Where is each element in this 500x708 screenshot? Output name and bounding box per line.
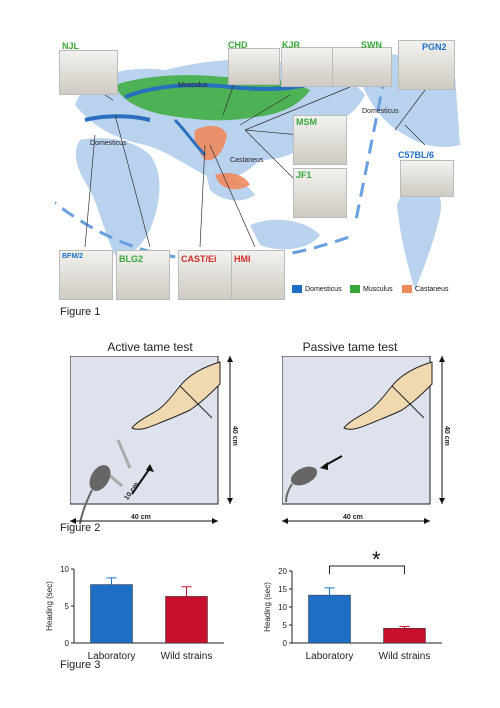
bar xyxy=(90,584,133,644)
bar xyxy=(383,627,426,644)
y-tick-label: 5 xyxy=(65,602,70,611)
mouse-photo xyxy=(293,115,347,165)
strain-label: PGN2 xyxy=(422,42,447,52)
legend-label: Musculus xyxy=(363,285,393,293)
strain-label: BLG2 xyxy=(119,254,144,264)
significance-marker: * xyxy=(372,547,381,572)
mouse-photo xyxy=(400,160,454,197)
y-tick-label: 20 xyxy=(278,567,287,576)
y-tick-label: 5 xyxy=(283,621,288,630)
mouse-photo xyxy=(178,250,232,300)
significance-bracket xyxy=(329,565,405,574)
y-tick-label: 10 xyxy=(60,565,69,574)
region-castaneus: Castaneus xyxy=(230,157,264,164)
legend-swatch xyxy=(402,285,412,293)
mouse-photo xyxy=(116,250,170,300)
legend-swatch xyxy=(350,285,360,293)
strain-label: CAST/Ei xyxy=(181,254,217,264)
mouse-photo xyxy=(231,250,285,300)
passive-height-label: 40 cm xyxy=(443,426,450,446)
mouse-photo xyxy=(293,168,347,218)
active-width-label: 40 cm xyxy=(131,514,151,521)
mouse-photo xyxy=(228,48,280,85)
y-tick-label: 15 xyxy=(278,585,287,594)
strain-label: CHD xyxy=(228,40,248,50)
legend-musculus: Musculus xyxy=(350,285,393,293)
figure1: Musculus Domesticus Domesticus Castaneus… xyxy=(0,0,500,330)
region-musculus: Musculus xyxy=(178,82,208,89)
africa-landmass xyxy=(75,138,160,257)
y-axis-label: Heading (sec) xyxy=(45,581,54,631)
legend-castaneus: Castaneus xyxy=(402,285,448,293)
strain-label: JF1 xyxy=(296,170,312,180)
legend-label: Domesticus xyxy=(305,285,342,293)
category-label: Wild strains xyxy=(161,651,213,662)
mouse-photo xyxy=(398,40,455,90)
passive-tame-arena xyxy=(282,356,445,524)
active-tame-title: Active tame test xyxy=(107,340,193,354)
region-domesticus-east: Domesticus xyxy=(362,108,399,115)
region-domesticus-west: Domesticus xyxy=(90,140,127,147)
figure2: Active tame test Passive tame test 10 cm… xyxy=(0,330,500,540)
legend-domesticus: Domesticus xyxy=(292,285,342,293)
strain-label: BFM/2 xyxy=(62,253,83,260)
strain-label: C57BL/6 xyxy=(398,150,435,160)
category-label: Wild strains xyxy=(379,651,431,662)
y-tick-label: 0 xyxy=(283,639,288,648)
category-label: Laboratory xyxy=(306,651,354,662)
category-label: Laboratory xyxy=(88,651,136,662)
legend-label: Castaneus xyxy=(415,285,449,293)
strain-label: SWN xyxy=(361,40,382,50)
mouse-photo xyxy=(59,50,118,95)
strain-label: HMI xyxy=(234,254,251,264)
figure2-label: Figure 2 xyxy=(60,522,101,534)
castaneus-range-islands xyxy=(215,173,250,190)
legend-swatch xyxy=(292,285,302,293)
bar xyxy=(165,596,208,644)
australia-landmass xyxy=(250,219,320,250)
figure3-label: Figure 3 xyxy=(60,659,101,671)
strain-label: NJL xyxy=(62,41,80,51)
mouse-photo xyxy=(59,250,113,300)
passive-width-label: 40 cm xyxy=(343,514,363,521)
strain-label: MSM xyxy=(296,117,317,127)
active-tame-arena xyxy=(70,356,233,525)
y-axis-label: Heading (sec) xyxy=(263,582,272,632)
figure1-label: Figure 1 xyxy=(60,306,101,318)
active-height-label: 40 cm xyxy=(231,426,238,446)
mouse-photo xyxy=(332,47,392,87)
passive-tame-title: Passive tame test xyxy=(302,340,398,354)
bar xyxy=(308,594,351,644)
mouse-photo xyxy=(281,47,333,87)
y-tick-label: 0 xyxy=(65,639,70,648)
south-america-landmass xyxy=(397,175,441,290)
y-tick-label: 10 xyxy=(278,603,287,612)
strain-label: KJR xyxy=(282,40,301,50)
